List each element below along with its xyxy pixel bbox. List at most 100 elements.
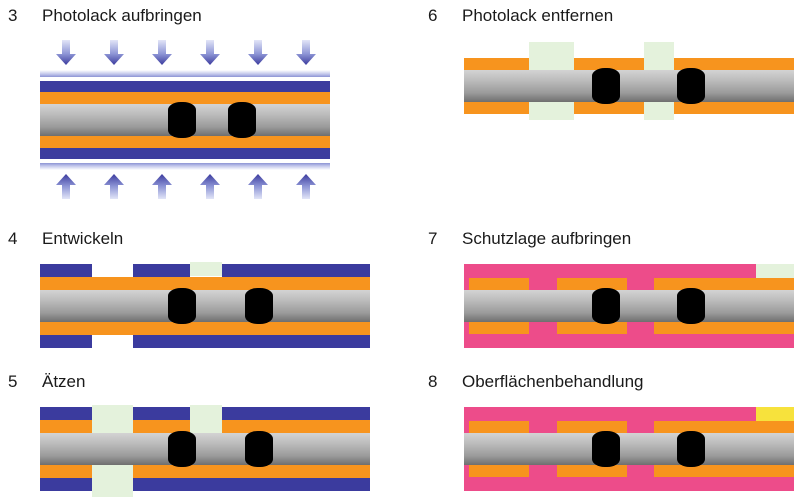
solder-mask-top <box>464 264 756 278</box>
step-title: Photolack aufbringen <box>42 6 202 25</box>
copper-trace-top <box>222 420 370 433</box>
arrow-up-icon <box>102 174 126 200</box>
resist-segment-top <box>40 407 92 420</box>
copper-trace-bottom <box>464 102 529 114</box>
panel-step-3: 3 Photolack aufbringen <box>8 2 400 217</box>
diagram-step-5 <box>40 405 370 500</box>
step-title: Ätzen <box>42 372 86 391</box>
resist-segment-bottom <box>40 478 92 491</box>
resist-segment-top <box>133 264 190 277</box>
panel-step-7: 7 Schutzlage aufbringen <box>428 228 800 353</box>
arrow-up-icon <box>150 174 174 200</box>
gold-plated-pad <box>756 407 794 421</box>
diagram-step-3 <box>40 40 330 200</box>
photoresist-film-top <box>40 70 330 77</box>
copper-trace-top <box>557 421 627 433</box>
diagram-step-7 <box>464 262 794 352</box>
core-substrate <box>464 70 794 102</box>
via-hole <box>245 288 273 324</box>
copper-trace-top <box>557 278 627 290</box>
resist-segment-bottom <box>133 335 370 348</box>
arrow-down-icon <box>246 40 270 66</box>
photoresist-film-bottom <box>40 163 330 170</box>
step-number: 4 <box>8 229 18 248</box>
resist-segment-top <box>133 407 190 420</box>
copper-trace-bottom <box>654 322 794 334</box>
resist-segment-top <box>40 264 92 277</box>
highlight-open-area <box>756 264 794 278</box>
arrow-down-icon <box>150 40 174 66</box>
copper-trace-bottom <box>654 465 794 477</box>
resist-segment-top <box>222 407 370 420</box>
copper-layer-bottom <box>40 136 330 148</box>
copper-layer-bottom <box>40 322 370 335</box>
copper-trace-top <box>464 58 529 70</box>
solder-mask-bottom <box>464 334 794 348</box>
step-number: 5 <box>8 372 18 391</box>
step-title: Photolack entfernen <box>462 6 614 25</box>
via-hole <box>168 102 196 138</box>
copper-trace-top <box>574 58 644 70</box>
resist-layer-bottom <box>40 148 330 159</box>
via-hole <box>592 431 620 467</box>
step-title: Oberflächenbehandlung <box>462 372 644 391</box>
arrow-down-icon <box>54 40 78 66</box>
resist-segment-bottom <box>133 478 370 491</box>
arrow-up-icon <box>198 174 222 200</box>
diagram-step-8 <box>464 405 794 495</box>
copper-trace-bottom <box>133 465 370 478</box>
copper-trace-bottom <box>557 322 627 334</box>
solder-mask-top <box>464 407 756 421</box>
copper-trace-bottom <box>469 322 529 334</box>
arrow-up-icon <box>294 174 318 200</box>
copper-trace-top <box>469 421 529 433</box>
arrow-up-icon <box>246 174 270 200</box>
copper-trace-bottom <box>674 102 794 114</box>
via-hole <box>168 288 196 324</box>
via-hole <box>677 431 705 467</box>
via-hole <box>228 102 256 138</box>
panel-step-5: 5 Ätzen <box>8 371 400 497</box>
core-substrate <box>40 433 370 465</box>
core-substrate <box>464 433 794 465</box>
via-hole <box>245 431 273 467</box>
copper-trace-top <box>469 278 529 290</box>
resist-segment-bottom <box>40 335 92 348</box>
panel-step-6: 6 Photolack entfernen <box>428 2 800 142</box>
arrow-down-icon <box>198 40 222 66</box>
resist-layer-top <box>40 81 330 92</box>
copper-trace-bottom <box>40 465 92 478</box>
arrow-down-icon <box>102 40 126 66</box>
copper-trace-top <box>674 58 794 70</box>
copper-trace-bottom <box>469 465 529 477</box>
step-number: 8 <box>428 372 438 391</box>
highlight-open-area <box>190 262 222 276</box>
via-hole <box>168 431 196 467</box>
core-substrate <box>464 290 794 322</box>
copper-trace-bottom <box>557 465 627 477</box>
arrow-up-icon <box>54 174 78 200</box>
copper-trace-top <box>654 278 794 290</box>
step-number: 7 <box>428 229 438 248</box>
via-hole <box>592 68 620 104</box>
resist-segment-top <box>222 264 370 277</box>
highlight-etched-area <box>190 405 222 437</box>
solder-mask-bottom <box>464 477 794 491</box>
core-substrate <box>40 290 370 322</box>
arrow-down-icon <box>294 40 318 66</box>
diagram-step-6 <box>464 42 794 132</box>
copper-layer-top <box>40 92 330 104</box>
via-hole <box>592 288 620 324</box>
panel-step-8: 8 Oberflächenbehandlung <box>428 371 800 496</box>
via-hole <box>677 288 705 324</box>
step-title: Entwickeln <box>42 229 124 248</box>
step-title: Schutzlage aufbringen <box>462 229 632 248</box>
copper-trace-top <box>40 420 92 433</box>
diagram-step-4 <box>40 262 370 352</box>
step-number: 3 <box>8 6 18 25</box>
step-number: 6 <box>428 6 438 25</box>
panel-step-4: 4 Entwickeln <box>8 228 400 353</box>
copper-layer-top <box>40 277 370 290</box>
copper-trace-top <box>654 421 794 433</box>
copper-trace-top <box>133 420 190 433</box>
